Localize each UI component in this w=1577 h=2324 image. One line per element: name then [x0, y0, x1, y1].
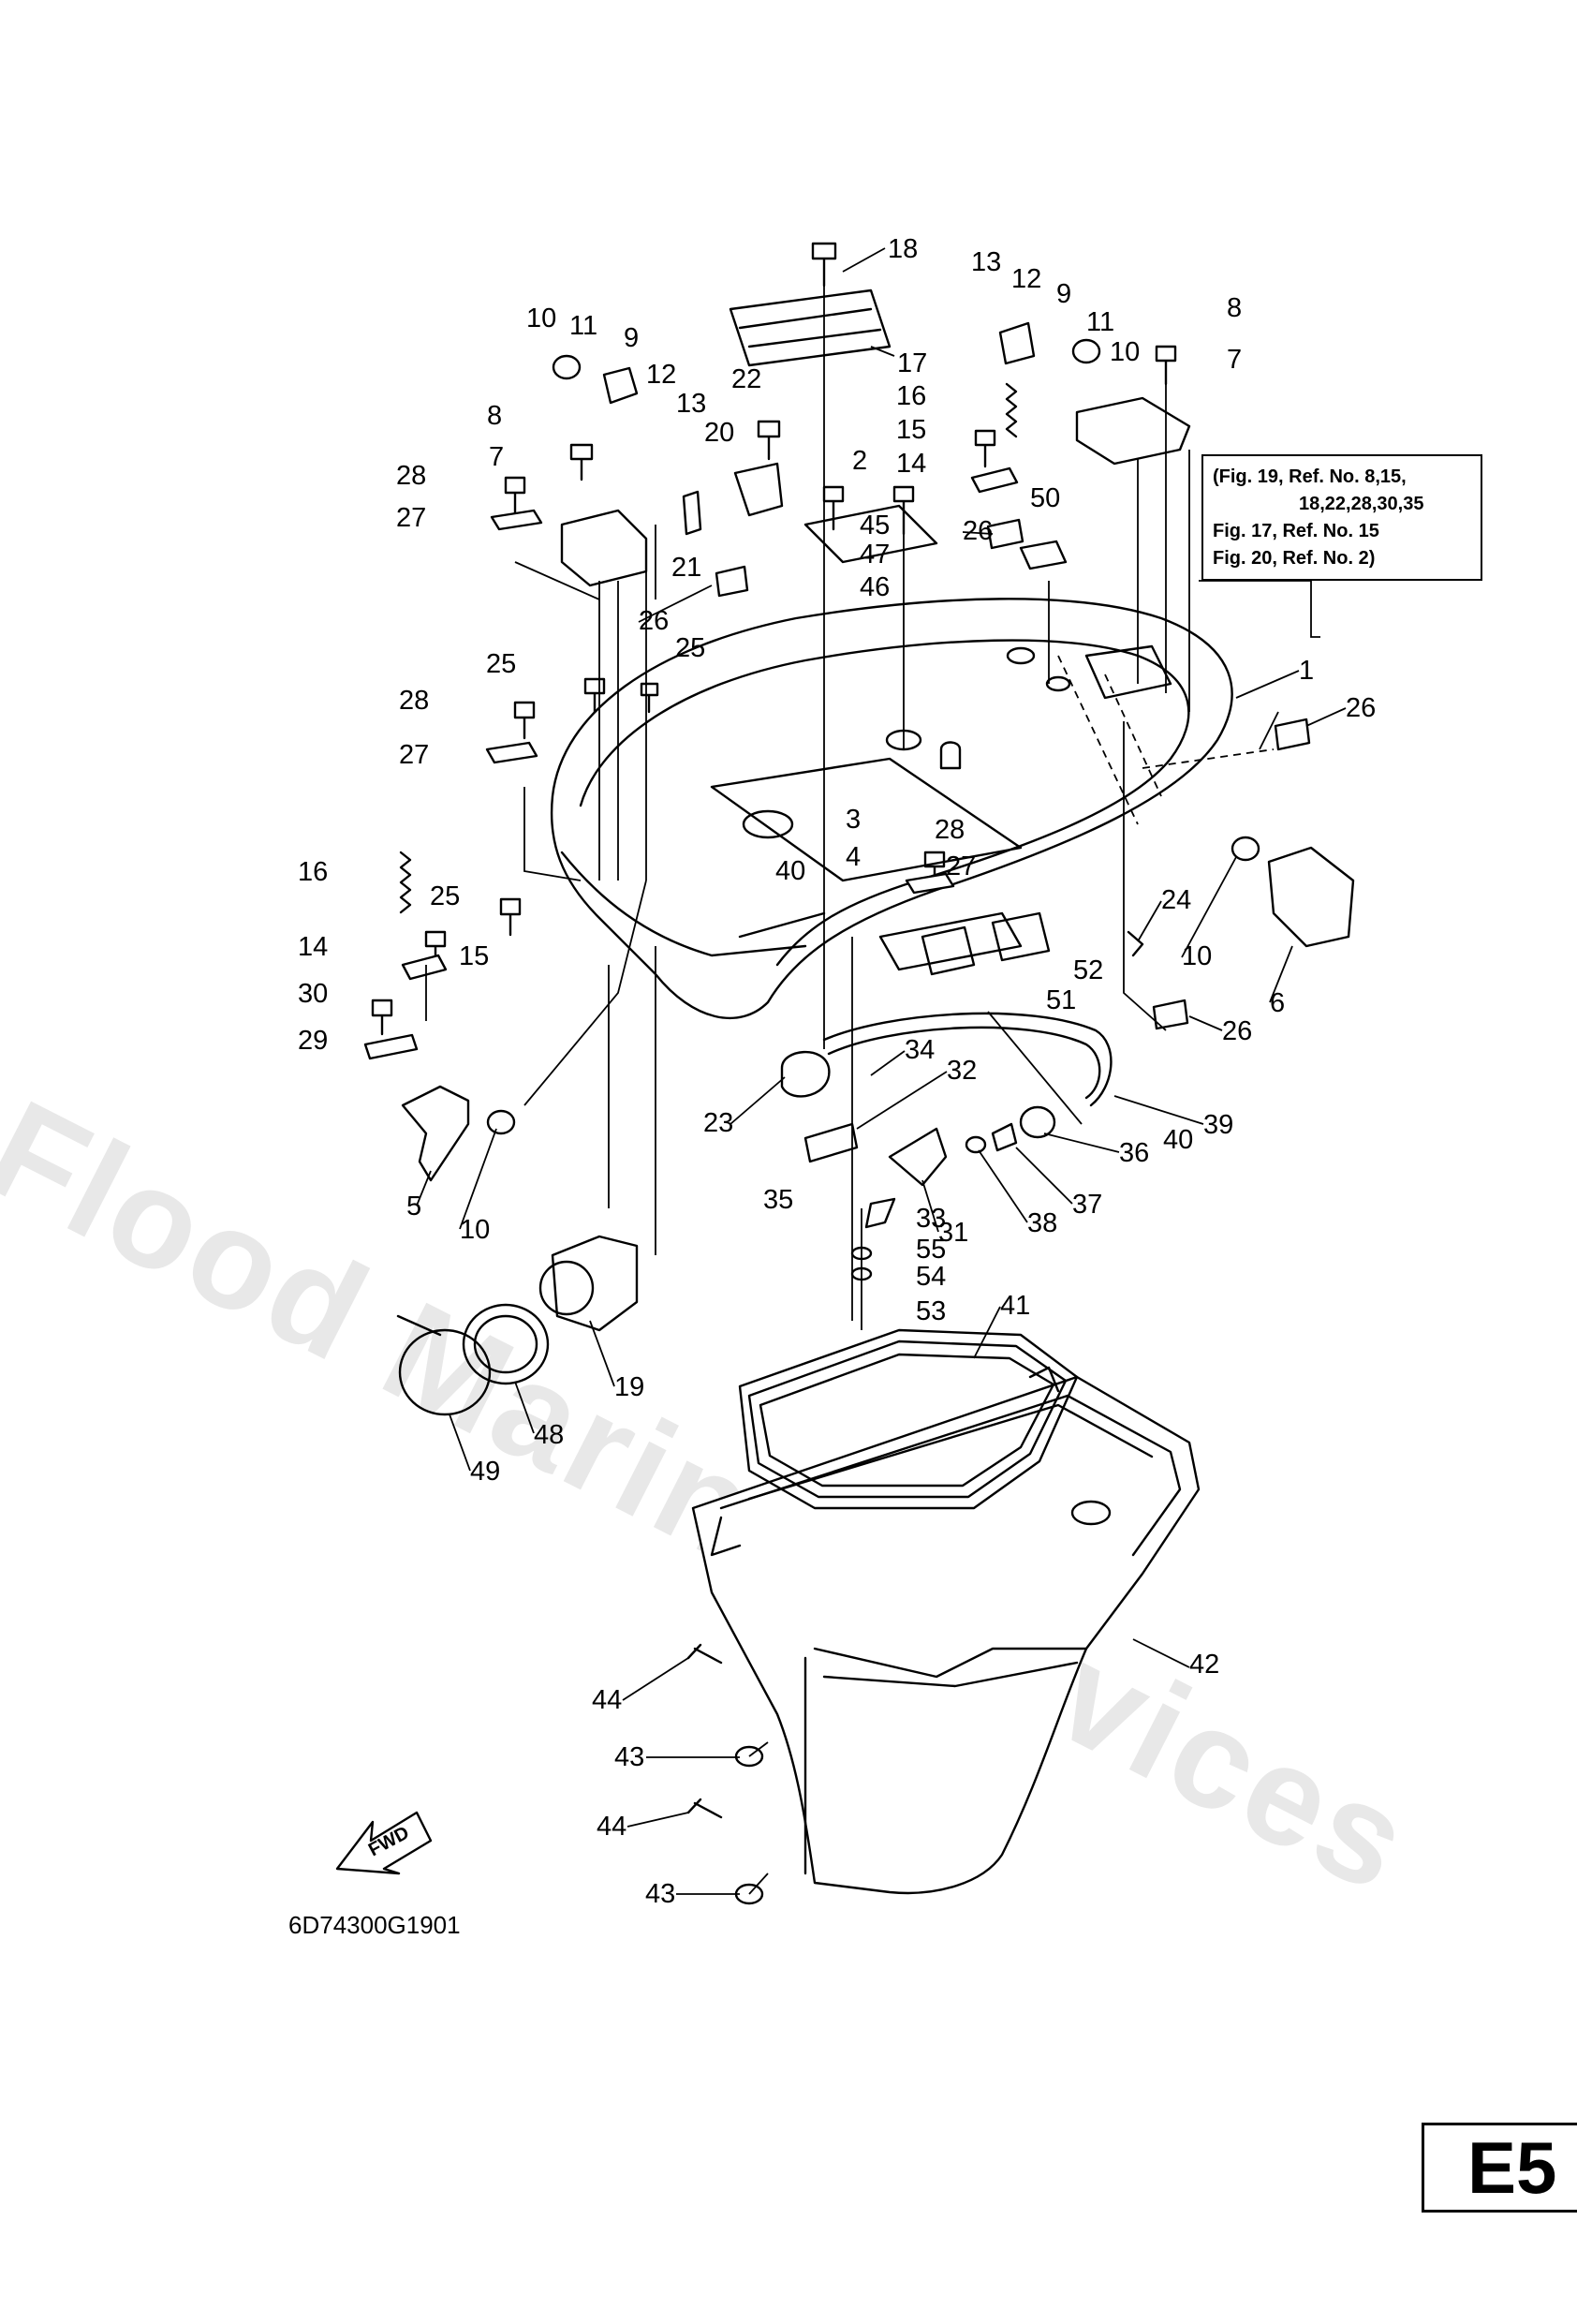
- callout-51: 51: [1046, 985, 1076, 1015]
- callout-14a: 14: [896, 449, 926, 479]
- callout-6: 6: [1270, 988, 1285, 1018]
- callout-15a: 15: [896, 415, 926, 445]
- callout-13a: 13: [676, 389, 706, 419]
- page-code: E5: [1422, 2123, 1577, 2213]
- drawing-number: 6D74300G1901: [288, 1911, 461, 1939]
- callout-4: 4: [846, 842, 861, 872]
- callout-32: 32: [947, 1056, 977, 1086]
- callout-11a: 11: [569, 311, 597, 341]
- callout-25a: 25: [486, 649, 516, 679]
- callout-26d: 26: [1222, 1016, 1252, 1046]
- callout-17: 17: [897, 348, 927, 378]
- callout-48: 48: [534, 1420, 564, 1450]
- callout-52: 52: [1073, 955, 1103, 985]
- callout-10a: 10: [526, 303, 556, 333]
- callout-22: 22: [731, 364, 761, 394]
- callout-50: 50: [1030, 483, 1060, 513]
- callout-3: 3: [846, 805, 861, 835]
- callout-12a: 12: [646, 360, 676, 390]
- callout-19: 19: [614, 1372, 644, 1402]
- callout-42: 42: [1189, 1650, 1219, 1680]
- callout-30: 30: [298, 979, 328, 1009]
- callout-36: 36: [1119, 1138, 1149, 1168]
- reference-note-box: (Fig. 19, Ref. No. 8,15, 18,22,28,30,35 …: [1201, 454, 1482, 581]
- callout-45: 45: [860, 511, 890, 540]
- callout-18: 18: [888, 234, 918, 264]
- callout-10c: 10: [1182, 941, 1212, 971]
- callout-9b: 9: [1056, 279, 1071, 309]
- reference-note-line-3: Fig. 17, Ref. No. 15: [1213, 521, 1379, 541]
- callout-24: 24: [1161, 885, 1191, 915]
- callout-5: 5: [406, 1192, 421, 1221]
- callout-9a: 9: [624, 323, 639, 353]
- callout-28b: 28: [399, 686, 429, 716]
- reference-note-line-1: (Fig. 19, Ref. No. 8,15,: [1213, 466, 1407, 487]
- callout-37: 37: [1072, 1190, 1102, 1220]
- callout-20: 20: [704, 418, 734, 448]
- callout-35: 35: [763, 1185, 793, 1215]
- callout-44b: 44: [597, 1812, 626, 1842]
- callout-31: 31: [938, 1218, 968, 1248]
- callout-40a: 40: [775, 856, 805, 886]
- cover-part-17: [729, 289, 892, 367]
- callout-29: 29: [298, 1026, 328, 1056]
- callout-54: 54: [916, 1262, 946, 1292]
- callout-49: 49: [470, 1457, 500, 1487]
- callout-13b: 13: [971, 247, 1001, 277]
- callout-39: 39: [1203, 1110, 1233, 1140]
- callout-25c: 25: [430, 881, 460, 911]
- callout-27a: 27: [396, 503, 426, 533]
- callout-27c: 27: [946, 851, 976, 881]
- rubber-seal-gasket: [738, 1328, 1079, 1510]
- callout-55: 55: [916, 1235, 946, 1265]
- callout-leaders: [416, 531, 1347, 1895]
- callout-27b: 27: [399, 740, 429, 770]
- callout-14b: 14: [298, 932, 328, 962]
- callout-43b: 43: [645, 1879, 675, 1909]
- callout-23: 23: [703, 1108, 733, 1138]
- callout-26b: 26: [963, 516, 993, 546]
- callout-43a: 43: [614, 1742, 644, 1772]
- callout-10d: 10: [460, 1215, 490, 1245]
- callout-7b: 7: [1227, 345, 1242, 375]
- small-parts: [335, 242, 1355, 1905]
- callout-28c: 28: [935, 815, 965, 845]
- callout-40b: 40: [1163, 1125, 1193, 1155]
- callout-16a: 16: [896, 381, 926, 411]
- callout-44a: 44: [592, 1685, 622, 1715]
- callout-1: 1: [1299, 656, 1314, 686]
- callout-8a: 8: [487, 401, 502, 431]
- callout-10b: 10: [1110, 337, 1140, 367]
- callout-34: 34: [905, 1035, 935, 1065]
- callout-labels: 1 2 3 4 5 6 7 7 8 8 9 9 10 10 10 10 11 1…: [298, 234, 1376, 1909]
- callout-16b: 16: [298, 857, 328, 887]
- callout-2: 2: [852, 446, 867, 476]
- callout-7a: 7: [489, 442, 504, 472]
- callout-46: 46: [860, 572, 890, 602]
- reference-note-line-2: 18,22,28,30,35: [1299, 494, 1424, 514]
- leader-lines: [425, 247, 1320, 1895]
- callout-47: 47: [860, 540, 890, 570]
- callout-8b: 8: [1227, 293, 1242, 323]
- callout-12b: 12: [1011, 264, 1041, 294]
- callout-28a: 28: [396, 461, 426, 491]
- bottom-cowling-upper: [550, 504, 1233, 1020]
- callout-21: 21: [671, 553, 701, 583]
- callout-15b: 15: [459, 941, 489, 971]
- callout-26c: 26: [1346, 693, 1376, 723]
- reference-note-line-4: Fig. 20, Ref. No. 2): [1213, 548, 1376, 569]
- callout-11b: 11: [1086, 307, 1114, 337]
- callout-26a: 26: [639, 606, 669, 636]
- callout-41: 41: [1000, 1291, 1030, 1321]
- bottom-cowling-lower: [691, 1366, 1201, 1895]
- callout-53: 53: [916, 1296, 946, 1326]
- callout-38: 38: [1027, 1208, 1057, 1238]
- callout-25b: 25: [675, 633, 705, 663]
